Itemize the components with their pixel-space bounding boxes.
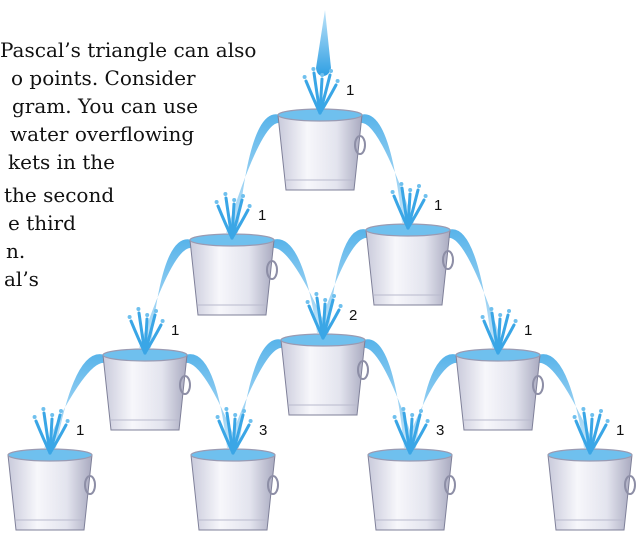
bucket-icon: [191, 449, 278, 530]
pascal-value-label: 1: [258, 207, 266, 224]
bucket-icon: [281, 334, 368, 415]
pascal-value-label: 1: [346, 82, 354, 99]
water-splash-icon: [128, 307, 165, 353]
bucket-icon: [368, 449, 455, 530]
pascal-value-label: 3: [259, 422, 267, 439]
bucket-icon: [8, 449, 95, 530]
pascal-value-label: 1: [616, 422, 624, 439]
pascal-value-label: 1: [434, 197, 442, 214]
water-splash-icon: [33, 407, 70, 453]
water-splash-icon: [215, 192, 252, 238]
bucket-icon: [103, 349, 190, 430]
pascal-value-label: 2: [349, 307, 357, 324]
pascal-value-label: 1: [524, 322, 532, 339]
water-splash-icon: [216, 407, 253, 453]
water-arc-icon: [44, 354, 105, 448]
bucket-icon: [190, 234, 277, 315]
water-splash-icon: [481, 307, 518, 353]
water-splash-icon: [303, 67, 340, 113]
bucket-icon: [548, 449, 635, 530]
water-splash-icon: [393, 407, 430, 453]
pascal-value-label: 3: [436, 422, 444, 439]
bucket-icon: [366, 224, 453, 305]
pascal-value-label: 1: [76, 422, 84, 439]
pascal-value-label: 1: [171, 322, 179, 339]
water-stream-icon: [316, 10, 331, 76]
bucket-icon: [456, 349, 543, 430]
bucket-icon: [278, 109, 365, 190]
water-splash-icon: [391, 182, 428, 228]
